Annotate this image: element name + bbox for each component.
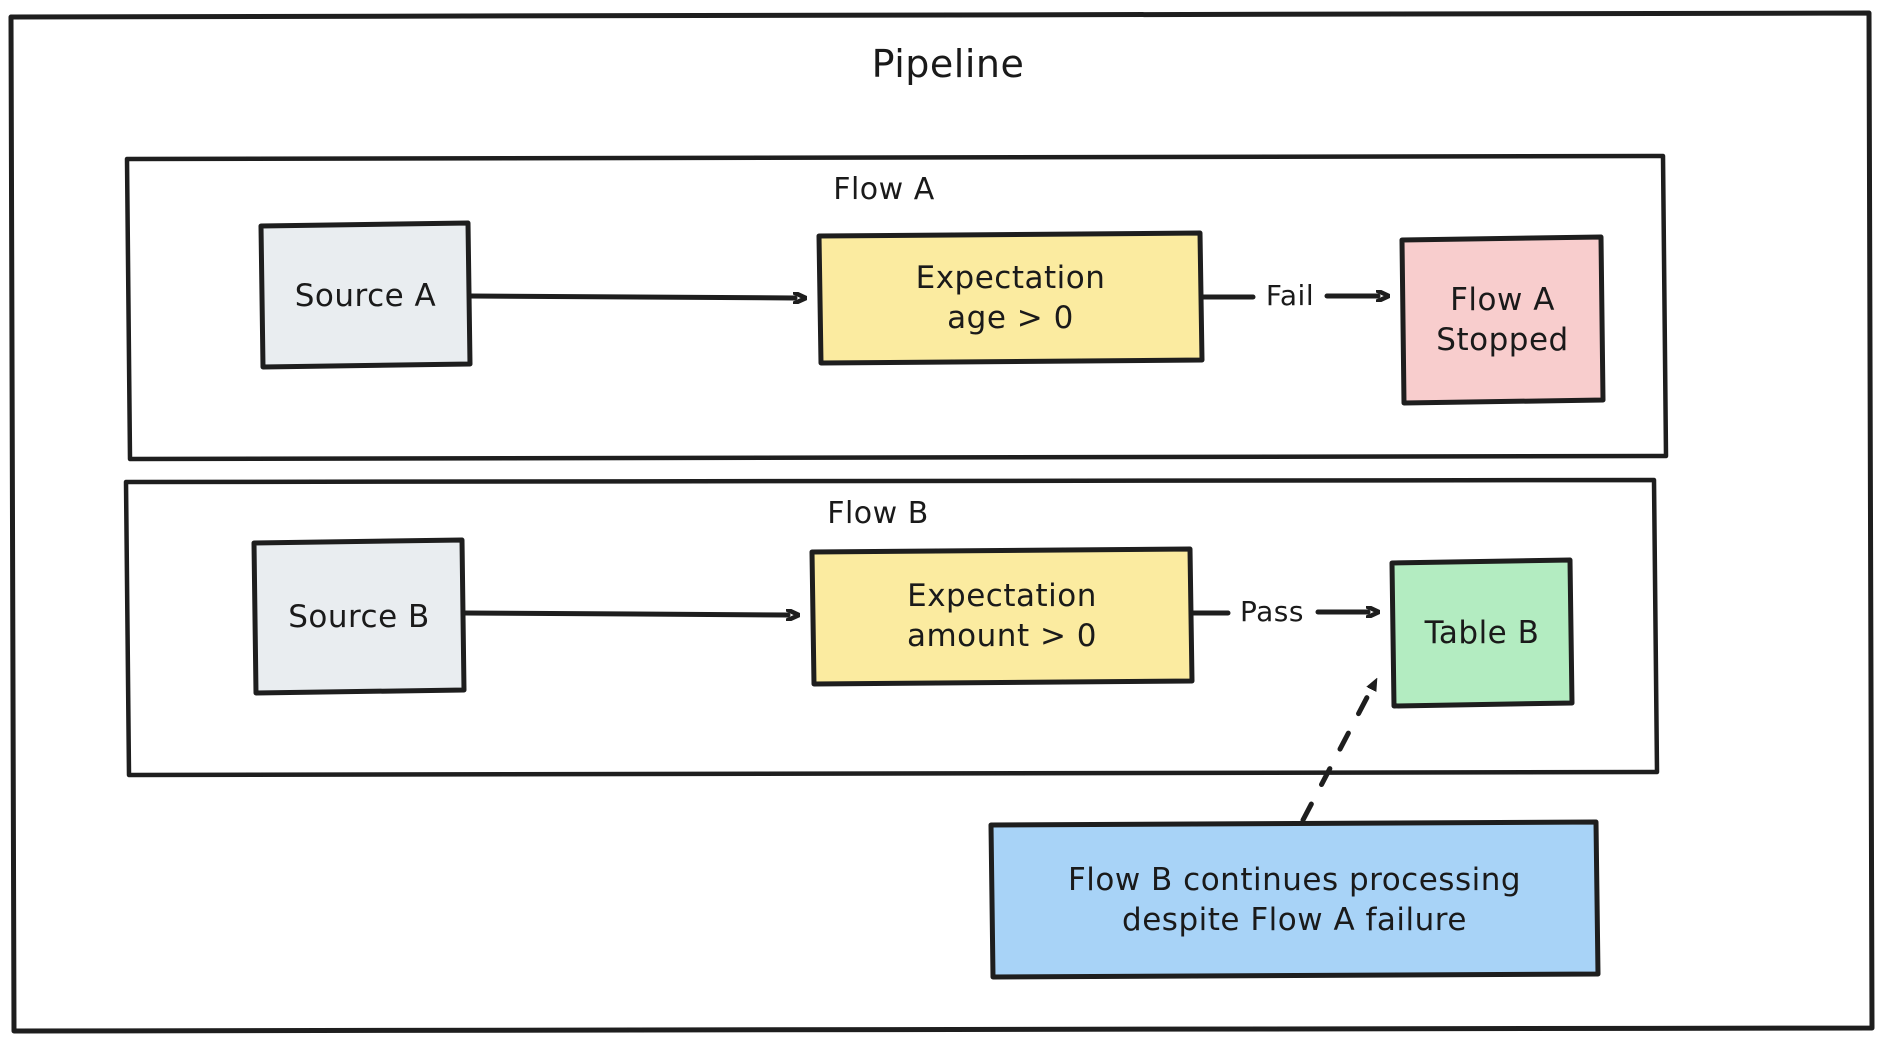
edge-source-a-to-expectation-a (467, 296, 795, 298)
node-expectation-b[interactable] (809, 546, 1195, 687)
node-source-a[interactable] (258, 220, 473, 370)
edge-note-to-table-b (1300, 684, 1374, 823)
edge-source-b-to-expectation-b (461, 613, 788, 615)
pipeline-container (8, 10, 1875, 1034)
group-flow-a (124, 153, 1669, 462)
node-flow-a-stopped[interactable] (1399, 234, 1606, 406)
node-table-b[interactable] (1389, 557, 1575, 709)
node-note[interactable] (988, 819, 1601, 980)
node-source-b[interactable] (251, 537, 467, 696)
group-flow-b (123, 477, 1660, 778)
edge-expectation-a-to-flow-a-stopped (1199, 296, 1378, 297)
edge-expectation-b-to-table-b (1189, 612, 1368, 613)
node-expectation-a[interactable] (816, 230, 1205, 366)
